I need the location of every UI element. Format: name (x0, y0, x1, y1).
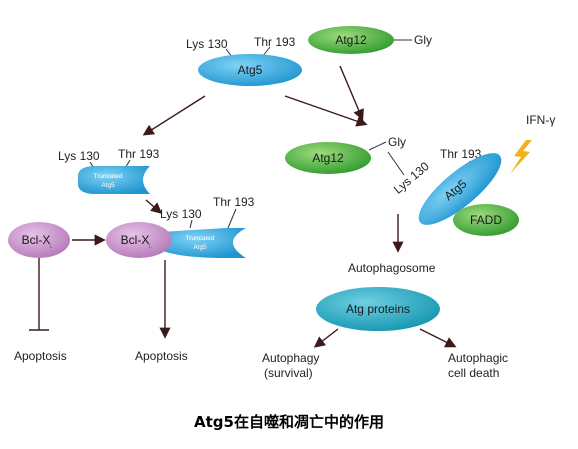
atg12-top-shape (308, 26, 394, 54)
mid-thr-stalk (227, 208, 237, 229)
bclx-right-label: Bcl-X (121, 233, 150, 247)
arrow-to-autophagy (313, 328, 339, 348)
atg12-right-label: Atg12 (312, 151, 344, 165)
truncated-left-label-1: Truncated (93, 173, 122, 180)
gly-link-line (387, 151, 405, 176)
mid-thr-label: Thr 193 (213, 195, 255, 209)
bclx-left-sub: L (50, 244, 53, 250)
apoptosis-mid-label: Apoptosis (135, 349, 188, 363)
gly-top-label: Gly (414, 33, 432, 47)
arrow-to-cell-death (419, 328, 457, 348)
mid-lys-label: Lys 130 (160, 207, 202, 221)
fadd-shape (453, 204, 519, 236)
bclx-right-sub: L (149, 244, 152, 250)
arrow-top-to-truncated (142, 95, 206, 136)
apoptosis-left-label: Apoptosis (14, 349, 67, 363)
truncated-atg5-mid-shape (160, 228, 246, 258)
top-lys-label: Lys 130 (186, 37, 228, 51)
cell-death-label: cell death (448, 366, 499, 380)
bclx-right-shape (106, 222, 172, 258)
truncated-mid-label-1: Truncated (185, 235, 214, 242)
atg-proteins-label: Atg proteins (346, 302, 410, 316)
left-thr-label: Thr 193 (118, 147, 160, 161)
ifn-gamma-label: IFN-γ (526, 113, 555, 127)
right-thr-label: Thr 193 (440, 147, 482, 161)
caption: Atg5在自噬和凋亡中的作用 (194, 413, 384, 431)
left-lys-label: Lys 130 (58, 149, 100, 163)
truncated-left-label-2: Atg5 (101, 182, 115, 189)
lightning-bolt-icon (510, 140, 532, 174)
bclx-left-shape (8, 222, 70, 258)
gly-right-stalk (368, 141, 387, 151)
gly-right-label: Gly (388, 135, 406, 149)
autophagy-label: Autophagy (262, 351, 319, 365)
bclx-left-label: Bcl-X (22, 233, 51, 247)
mid-lys-stalk (189, 219, 193, 229)
arrow-top-to-complex (284, 95, 368, 127)
truncated-mid-label-2: Atg5 (193, 244, 207, 251)
atg5-top-shape (198, 54, 302, 86)
fadd-label: FADD (470, 213, 502, 227)
autophagosome-label: Autophagosome (348, 261, 436, 275)
atg5-right-shape (418, 153, 502, 225)
atg12-right-shape (285, 142, 371, 174)
atg12-top-label: Atg12 (335, 33, 367, 47)
arrow-truncated-down (145, 199, 163, 214)
survival-label: (survival) (264, 366, 313, 380)
truncated-atg5-left-shape (78, 166, 150, 194)
arrow-atg12-to-complex (339, 65, 364, 121)
top-thr-label: Thr 193 (254, 35, 296, 49)
autophagic-label: Autophagic (448, 351, 508, 365)
atg5-top-label: Atg5 (238, 63, 263, 77)
atg-proteins-shape (316, 287, 440, 331)
